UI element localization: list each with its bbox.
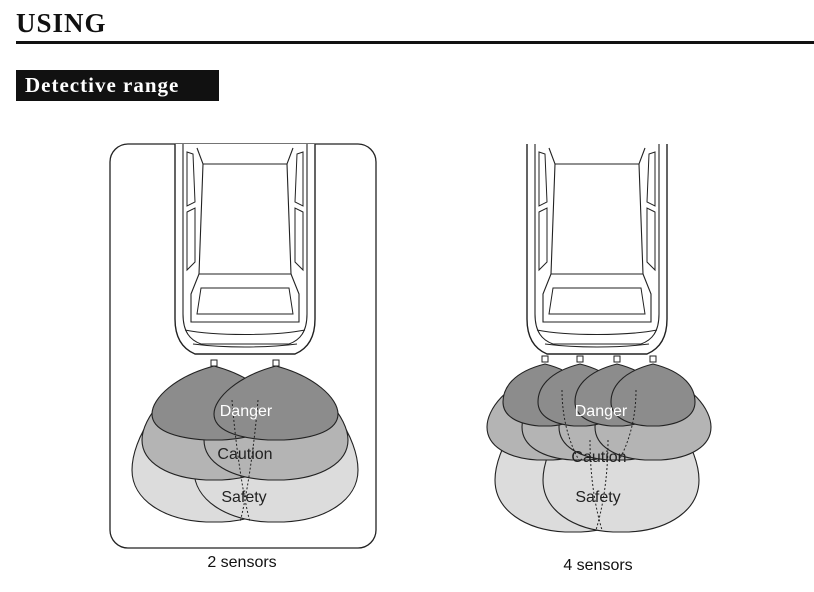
caution-label: Caution — [217, 446, 272, 463]
overlap-line — [617, 389, 637, 463]
overlap-line — [589, 439, 603, 531]
caution-label: Caution — [571, 449, 626, 466]
sensor — [272, 359, 280, 367]
danger-label: Danger — [220, 403, 273, 420]
overlap-line — [231, 399, 251, 523]
diagram-2-sensors: Danger Caution Safety 2 sensors — [109, 143, 377, 571]
sensor — [576, 355, 584, 363]
overlap-line — [239, 399, 259, 523]
overlap-line — [561, 389, 581, 463]
overlap-line — [595, 439, 609, 531]
sensor — [541, 355, 549, 363]
danger-label: Danger — [575, 403, 628, 420]
safety-label: Safety — [575, 489, 620, 506]
caption-2-sensors: 2 sensors — [207, 554, 276, 571]
sensor — [613, 355, 621, 363]
heading-underline — [16, 41, 814, 44]
section-title: Detective range — [16, 70, 219, 101]
car-outline — [526, 143, 668, 355]
sensor — [210, 359, 218, 367]
sensor — [649, 355, 657, 363]
diagram-4-sensors: Danger Caution Safety 4 sensors — [486, 143, 712, 574]
car-outline — [174, 143, 316, 355]
caption-4-sensors: 4 sensors — [563, 557, 632, 574]
safety-label: Safety — [221, 489, 266, 506]
page-heading: USING — [16, 8, 107, 38]
